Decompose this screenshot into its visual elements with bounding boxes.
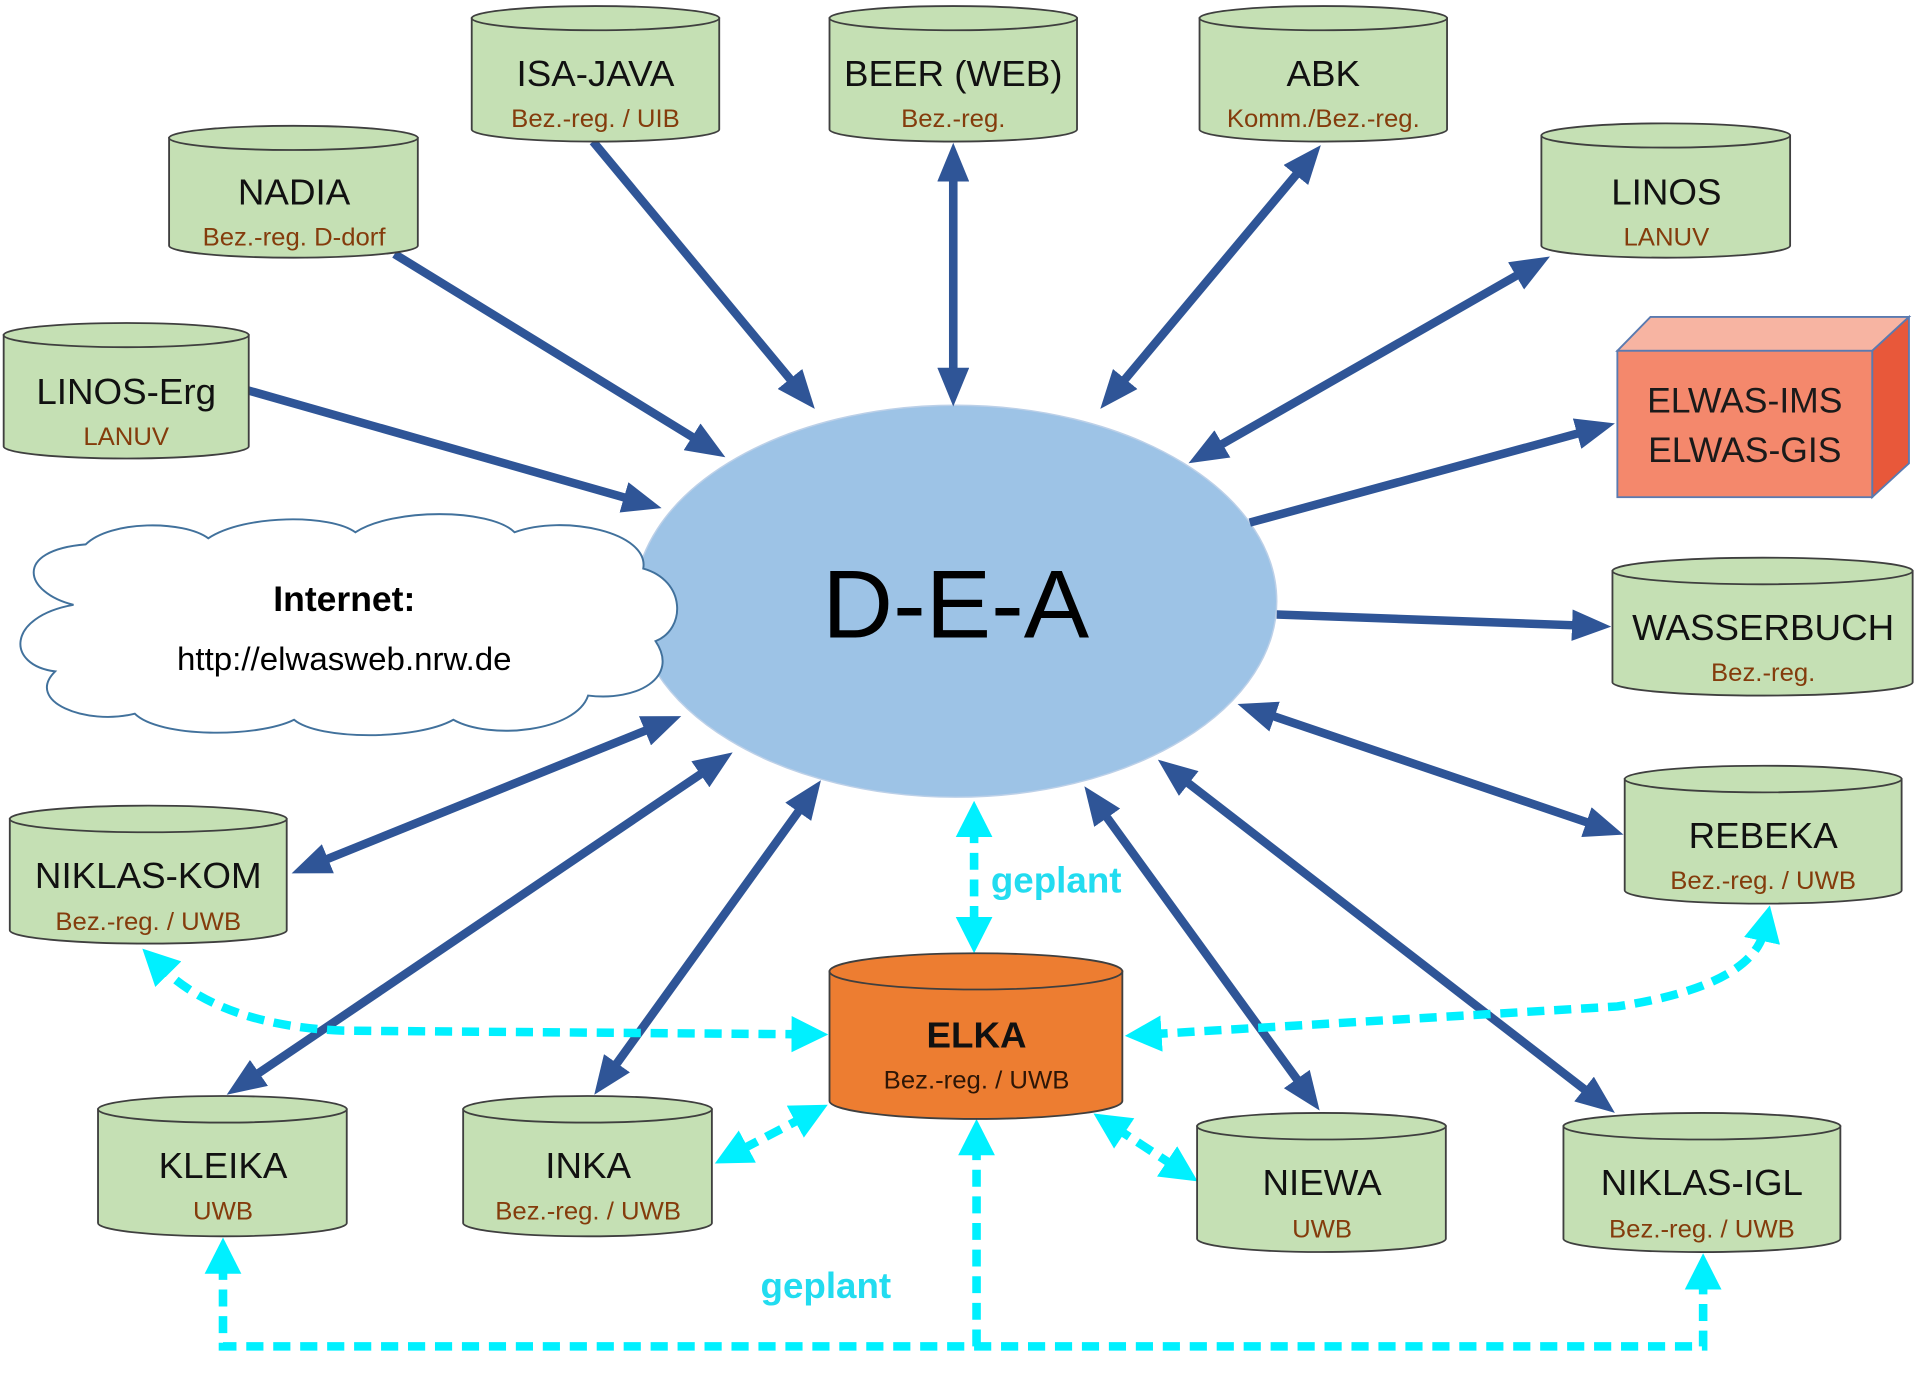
cylinder-body xyxy=(1623,778,1903,905)
cylinder-body xyxy=(828,970,1124,1120)
node-title: ABK xyxy=(1287,53,1361,94)
elwas-ims-label: ELWAS-IMS xyxy=(1647,382,1842,421)
node-title: NADIA xyxy=(238,172,351,213)
cylinder-body xyxy=(1198,17,1448,143)
node-kleika: KLEIKA UWB xyxy=(97,1095,348,1238)
node-rebeka: REBEKA Bez.-reg. / UWB xyxy=(1623,764,1903,905)
node-subtitle: Bez.-reg. / UWB xyxy=(884,1067,1070,1095)
node-title: NIEWA xyxy=(1263,1162,1383,1203)
node-title: ELKA xyxy=(927,1015,1027,1056)
cylinder-top xyxy=(828,5,1078,32)
cylinder-top xyxy=(470,5,721,32)
dea-hub: D-E-A xyxy=(633,404,1278,798)
node-subtitle: UWB xyxy=(193,1198,253,1226)
node-subtitle: Bez.-reg. / UIB xyxy=(511,105,680,133)
node-isa-java: ISA-JAVA Bez.-reg. / UIB xyxy=(470,5,721,143)
node-elka: ELKA Bez.-reg. / UWB xyxy=(828,952,1124,1120)
node-linos: LINOS LANUV xyxy=(1540,122,1792,259)
node-beer-web: BEER (WEB) Bez.-reg. xyxy=(828,5,1078,143)
planned-kleika-niklas-igl xyxy=(204,1237,1722,1351)
node-subtitle: Bez.-reg. / UWB xyxy=(1609,1216,1795,1244)
node-niklas-igl: NIKLAS-IGL Bez.-reg. / UWB xyxy=(1562,1112,1842,1253)
cylinder-top xyxy=(1611,556,1914,586)
planned-elka-rebeka xyxy=(1124,905,1780,1052)
connector-rebeka-dea xyxy=(1237,701,1624,838)
cylinder-top xyxy=(828,952,1124,991)
node-title: INKA xyxy=(545,1145,631,1186)
cylinder-top xyxy=(8,804,288,834)
cylinder-top xyxy=(1198,5,1448,32)
cylinder-body xyxy=(2,334,250,460)
node-elwas: ELWAS-IMS ELWAS-GIS xyxy=(1615,314,1912,500)
planned-label-top: geplant xyxy=(991,860,1122,901)
planned-elka-niewa xyxy=(1093,1113,1198,1182)
node-title: REBEKA xyxy=(1689,815,1839,856)
cylinder-body xyxy=(8,818,288,945)
node-subtitle: Komm./Bez.-reg. xyxy=(1227,105,1420,133)
node-subtitle: LANUV xyxy=(83,423,169,451)
cylinder-body xyxy=(168,136,419,259)
cylinder-body xyxy=(97,1108,348,1238)
box-front-face xyxy=(1616,349,1874,499)
internet-url: http://elwasweb.nrw.de xyxy=(177,640,512,677)
cylinder-top xyxy=(462,1095,713,1124)
node-subtitle: LANUV xyxy=(1624,224,1710,252)
cylinder-top xyxy=(168,124,419,151)
connector-dea-wasserbuch xyxy=(1276,609,1612,641)
connector-niklas-igl-dea xyxy=(1157,759,1615,1113)
node-title: LINOS-Erg xyxy=(36,371,216,412)
connector-isa-java-dea xyxy=(589,138,815,409)
node-inka: INKA Bez.-reg. / UWB xyxy=(462,1095,713,1238)
node-title: ISA-JAVA xyxy=(517,53,676,94)
cylinder-top xyxy=(1623,764,1903,794)
cloud-shape xyxy=(19,513,678,737)
cylinder-top xyxy=(1540,122,1792,149)
node-title: WASSERBUCH xyxy=(1632,607,1894,648)
node-title: NIKLAS-IGL xyxy=(1601,1162,1803,1203)
node-niklas-kom: NIKLAS-KOM Bez.-reg. / UWB xyxy=(8,804,288,945)
node-title: BEER (WEB) xyxy=(844,53,1062,94)
node-subtitle: Bez.-reg. xyxy=(901,105,1005,133)
node-title: LINOS xyxy=(1611,172,1721,213)
node-linos-erg: LINOS-Erg LANUV xyxy=(2,322,250,460)
planned-label-bottom: geplant xyxy=(760,1265,891,1306)
cylinder-body xyxy=(1611,570,1914,697)
connector-nadia-dea xyxy=(392,250,726,458)
cylinder-body xyxy=(1196,1125,1447,1253)
cylinder-top xyxy=(1562,1112,1842,1141)
node-subtitle: UWB xyxy=(1292,1216,1352,1244)
internet-cloud: Internet: http://elwasweb.nrw.de xyxy=(19,513,678,737)
node-wasserbuch: WASSERBUCH Bez.-reg. xyxy=(1611,556,1914,697)
cylinder-top xyxy=(1196,1112,1447,1141)
planned-elka-inka xyxy=(714,1104,828,1164)
node-subtitle: Bez.-reg. / UWB xyxy=(1670,867,1856,895)
cylinder-body xyxy=(470,17,721,143)
cylinder-body xyxy=(462,1108,713,1238)
cylinder-body xyxy=(1540,134,1792,259)
planned-connectors: geplant geplant xyxy=(142,800,1780,1351)
dea-label: D-E-A xyxy=(822,550,1089,658)
connector-linos-dea xyxy=(1188,256,1550,464)
connector-linos-erg-dea xyxy=(243,385,662,513)
node-subtitle: Bez.-reg. xyxy=(1711,659,1815,687)
box-top-face xyxy=(1615,316,1912,352)
node-nadia: NADIA Bez.-reg. D-dorf xyxy=(168,124,419,259)
node-title: NIKLAS-KOM xyxy=(35,855,262,896)
cylinder-body xyxy=(1562,1125,1842,1253)
planned-elka-niklas-kom xyxy=(142,948,829,1053)
connector-abk-dea xyxy=(1100,145,1321,409)
connector-dea-elwas xyxy=(1248,418,1615,527)
cylinder-top xyxy=(2,322,250,349)
cylinder-body xyxy=(828,17,1078,143)
node-subtitle: Bez.-reg. / UWB xyxy=(55,908,241,936)
node-title: KLEIKA xyxy=(159,1145,288,1186)
node-subtitle: Bez.-reg. D-dorf xyxy=(203,224,387,252)
internet-heading: Internet: xyxy=(273,580,415,619)
node-abk: ABK Komm./Bez.-reg. xyxy=(1198,5,1448,143)
node-subtitle: Bez.-reg. / UWB xyxy=(495,1198,681,1226)
cylinder-top xyxy=(97,1095,348,1124)
elwas-gis-label: ELWAS-GIS xyxy=(1648,431,1841,470)
node-niewa: NIEWA UWB xyxy=(1196,1112,1447,1253)
